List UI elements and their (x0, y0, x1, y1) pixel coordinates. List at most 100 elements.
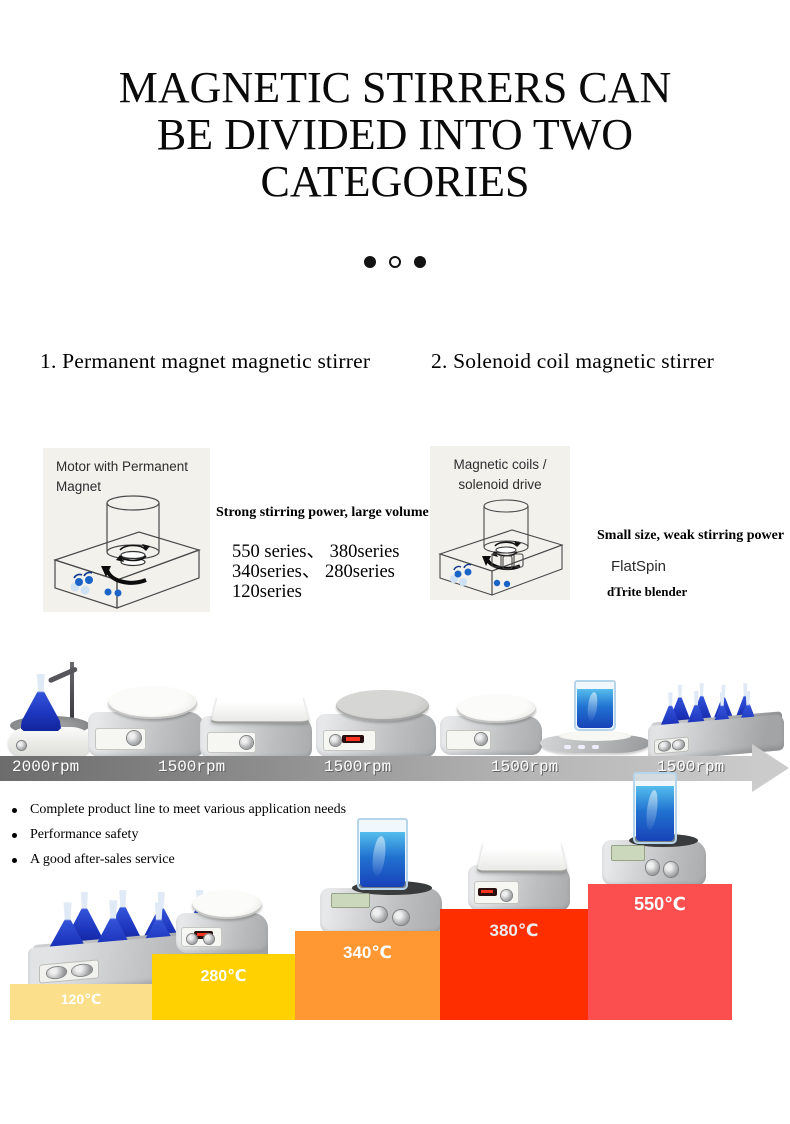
round-plate-gray (336, 690, 429, 722)
product-mini-stirrer-with-flask (4, 662, 96, 758)
lcd-display (611, 845, 645, 861)
temp-label-280: 280℃ (200, 968, 247, 985)
touch-buttons (564, 745, 572, 750)
permanent-diagram-label: Motor with Permanent Magnet (56, 459, 189, 494)
carousel-dot-1[interactable] (364, 256, 376, 268)
knob-icon (127, 731, 142, 746)
page-title-line-2: BE DIVIDED INTO TWO (156, 110, 634, 159)
flat-stirrer-plate (558, 730, 632, 741)
product-round-plate-stirrer (88, 686, 204, 758)
knob-icon (72, 963, 92, 977)
knob-icon (658, 741, 670, 751)
model-dtrite-blender: dTrite blender (607, 584, 688, 599)
led-display (478, 887, 497, 896)
knob-icon (187, 933, 198, 944)
square-plate (477, 841, 567, 870)
carousel-dot-3[interactable] (414, 256, 426, 268)
temp-bar-120: 120℃ (10, 984, 152, 1020)
permanent-feature-text: Strong stirring power, large volume (216, 505, 429, 520)
beaker-liquid (359, 832, 405, 887)
knob-icon (240, 736, 254, 750)
heading-permanent-magnet: 1. Permanent magnet magnetic stirrer (40, 349, 371, 373)
beaker-icon (356, 818, 408, 890)
solenoid-coil-sketch (438, 499, 564, 596)
beaker-liquid (636, 786, 674, 841)
square-plate (210, 694, 308, 722)
product-flat-stirrer-with-beaker (540, 680, 650, 758)
product-multi-position-stirrer (648, 680, 784, 762)
knob-icon (203, 934, 214, 945)
knob-icon (645, 859, 660, 875)
led-display (342, 734, 364, 744)
page-title-line-3: CATEGORIES (260, 157, 530, 206)
temp-label-550: 550℃ (634, 894, 686, 914)
series-line-1: 550 series、 380series (232, 542, 400, 562)
temp-label-380: 380℃ (489, 921, 539, 940)
carousel-dot-2[interactable] (389, 256, 401, 268)
permanent-series-list: 550 series、 380series 340series、 280seri… (232, 542, 400, 602)
product-square-plate-stirrer (200, 692, 312, 760)
bullet-item: A good after-sales service (12, 851, 346, 868)
flask-icon (20, 673, 62, 732)
stand-rod (69, 662, 74, 726)
round-plate (107, 686, 198, 720)
bullet-icon (12, 858, 17, 863)
knob-icon (500, 889, 512, 901)
speed-label-5: 1500rpm (657, 758, 725, 776)
page-title: MAGNETIC STIRRERS CAN BE DIVIDED INTO TW… (0, 64, 790, 205)
bullet-text-2: Performance safety (30, 827, 139, 842)
stand-arm (48, 666, 79, 684)
feature-bullets: Complete product line to meet various ap… (12, 801, 346, 876)
knob-icon (474, 732, 487, 745)
speed-label-2: 1500rpm (158, 758, 226, 776)
lcd-display (330, 892, 370, 909)
bullet-item: Performance safety (12, 826, 346, 843)
round-plate (191, 890, 263, 920)
knob-icon (673, 739, 685, 749)
product-digital-round-stirrer (316, 690, 436, 758)
round-plate (457, 694, 536, 723)
stair-product-beaker-stirrer-550 (602, 772, 706, 886)
temp-bar-550: 550℃ (588, 884, 732, 1020)
beaker-liquid (577, 689, 613, 729)
control-panel (654, 737, 688, 754)
bullet-item: Complete product line to meet various ap… (12, 801, 346, 818)
solenoid-feature-text: Small size, weak stirring power (597, 528, 785, 543)
solenoid-coil-diagram: Magnetic coils / solenoid drive (430, 446, 570, 600)
arrow-head-icon (752, 744, 789, 792)
knob-icon (46, 965, 67, 979)
bullet-icon (12, 833, 17, 838)
knob-icon (330, 734, 342, 746)
product-round-plate-stirrer-2 (440, 694, 542, 756)
temp-label-340: 340℃ (343, 943, 392, 962)
beaker-icon (574, 680, 616, 732)
heading-solenoid-coil: 2. Solenoid coil magnetic stirrer (431, 349, 715, 373)
stair-product-digital-round-stirrer (176, 890, 268, 954)
beaker-icon (633, 772, 677, 844)
speed-label-1: 2000rpm (12, 758, 80, 776)
stair-product-beaker-stirrer (320, 818, 442, 934)
carousel-dots (0, 256, 790, 268)
temp-bar-280: 280℃ (152, 954, 295, 1020)
stair-product-square-plate-stirrer (468, 838, 570, 912)
series-line-3: 120series (232, 582, 302, 602)
page-title-line-1: MAGNETIC STIRRERS CAN (118, 63, 672, 112)
knob-icon (16, 741, 26, 751)
permanent-magnet-diagram: Motor with Permanent Magnet (43, 448, 210, 612)
led-display (194, 930, 213, 939)
bullet-icon (12, 808, 17, 813)
temp-bar-340: 340℃ (295, 931, 440, 1020)
series-line-2: 340series、 280series (232, 562, 395, 582)
temp-bar-380: 380℃ (440, 909, 588, 1020)
knob-icon (393, 909, 410, 925)
speed-label-3: 1500rpm (324, 758, 392, 776)
permanent-magnet-sketch (53, 495, 201, 609)
knob-icon (664, 862, 678, 877)
bullet-text-3: A good after-sales service (30, 852, 175, 867)
knob-icon (371, 907, 388, 923)
speed-label-4: 1500rpm (491, 758, 559, 776)
model-flatspin: FlatSpin (611, 558, 667, 575)
temp-label-120: 120℃ (60, 991, 102, 1007)
solenoid-diagram-label: Magnetic coils / solenoid drive (453, 457, 547, 492)
